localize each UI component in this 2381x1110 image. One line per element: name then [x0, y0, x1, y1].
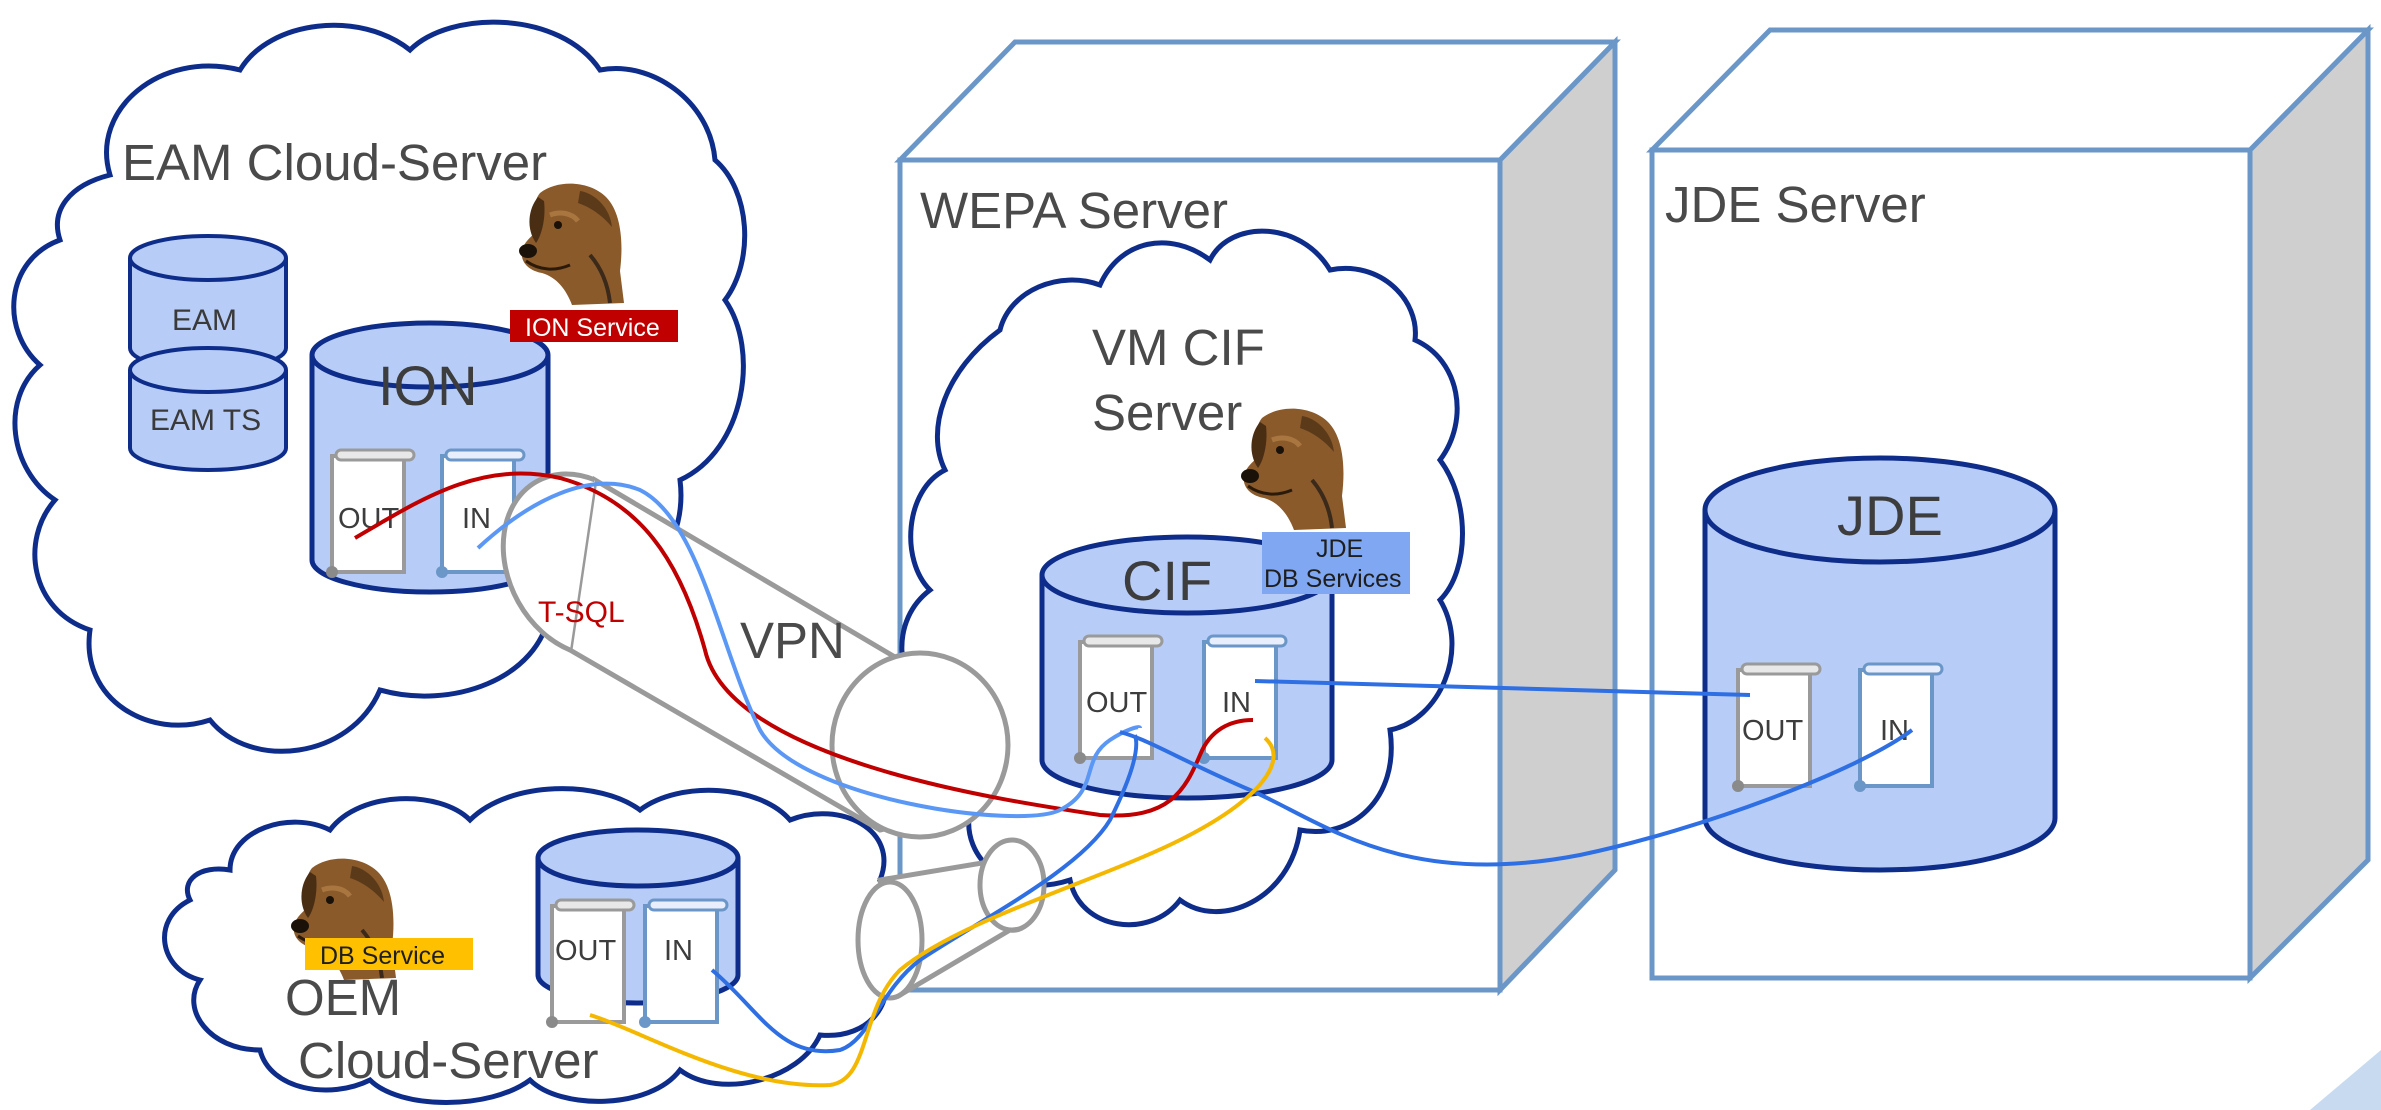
tsql-label: T-SQL [538, 596, 625, 629]
db-service-badge [305, 938, 473, 970]
svg-text:EAM TS: EAM TS [150, 404, 261, 437]
svg-text:OUT: OUT [1086, 687, 1148, 719]
svg-text:OUT: OUT [555, 935, 617, 967]
vm-cif-label-line1: VM CIF [1092, 319, 1265, 376]
eam-ts-database: EAM TS [128, 346, 288, 472]
jde-in-to-cif-out-line [1119, 728, 1914, 867]
svg-text:CIF: CIF [1122, 549, 1212, 612]
oem-label-line2: Cloud-Server [298, 1032, 598, 1089]
svg-text:DB Services: DB Services [1264, 565, 1402, 593]
cif-in-to-jde-out-line [1254, 679, 1751, 697]
ion-in-connection-line [476, 481, 1142, 819]
svg-text:IN: IN [664, 935, 693, 967]
svg-text:ION: ION [378, 354, 478, 417]
oem-in-blue-line [710, 734, 1139, 1054]
svg-text:DB Service: DB Service [320, 942, 445, 970]
svg-text:IN: IN [462, 503, 491, 535]
eam-cloud-label: EAM Cloud-Server [122, 134, 547, 191]
vm-cif-label-line2: Server [1092, 384, 1242, 441]
ion-service-badge [510, 310, 678, 342]
tsql-connection-line [353, 471, 1254, 818]
svg-text:JDE: JDE [1837, 484, 1943, 547]
svg-text:EAM: EAM [172, 304, 237, 337]
eam-database: EAM [128, 234, 288, 372]
svg-text:ION Service: ION Service [525, 314, 660, 342]
wepa-server-label: WEPA Server [920, 182, 1228, 239]
svg-text:JDE: JDE [1316, 535, 1363, 563]
corner-decoration [2310, 1050, 2381, 1110]
svg-text:OUT: OUT [1742, 715, 1804, 747]
jde-db-services-badge [1262, 532, 1410, 594]
jde-server-label: JDE Server [1665, 176, 1926, 233]
vpn-label: VPN [740, 612, 845, 669]
svg-text:IN: IN [1222, 687, 1251, 719]
oem-out-yellow-line [589, 736, 1276, 1088]
